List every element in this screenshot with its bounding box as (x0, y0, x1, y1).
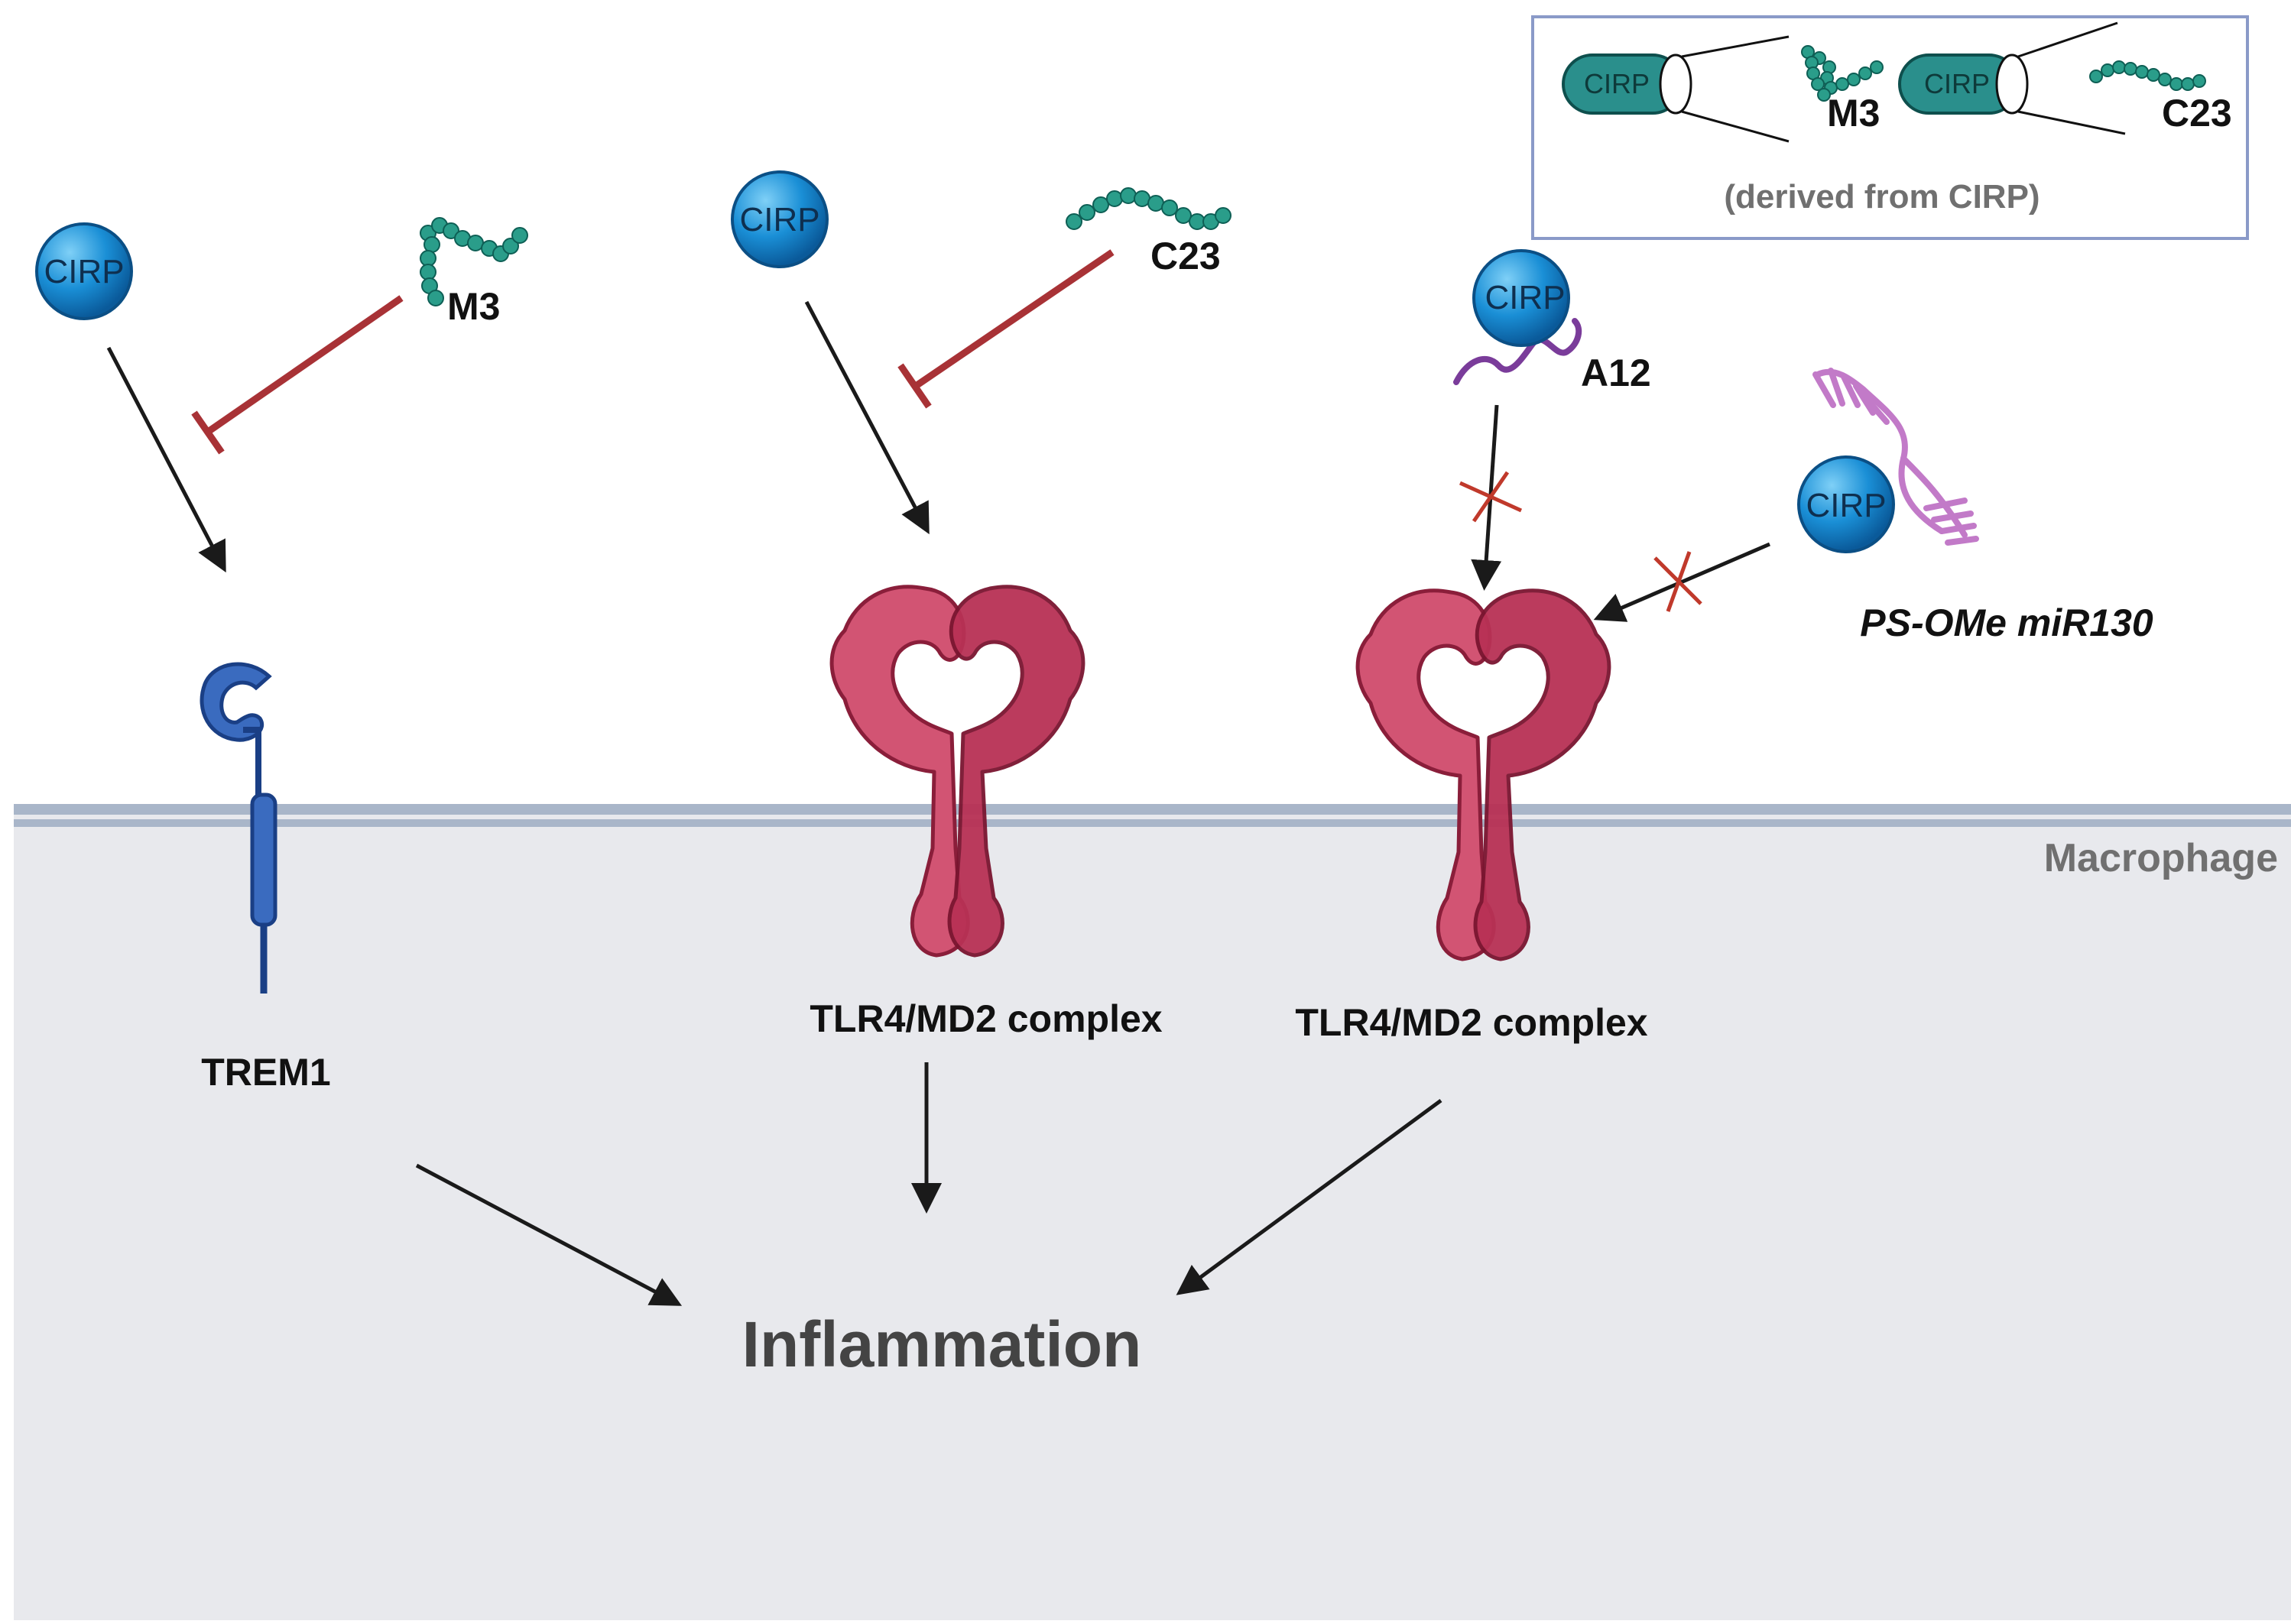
macrophage-label: Macrophage (2044, 836, 2278, 880)
c23-peptide-icon (1066, 187, 1231, 230)
arrow-tlr4-2-to-inflammation (1176, 1098, 1442, 1295)
tlr4-label-2: TLR4/MD2 complex (1295, 1001, 1647, 1044)
inflammation-label: Inflammation (742, 1308, 1142, 1380)
arrow-cirp-to-trem1 (106, 346, 226, 573)
peptide-chain-icon (2089, 60, 2206, 91)
inset-cirp-label-1: CIRP (1584, 68, 1650, 99)
tlr4-label-1: TLR4/MD2 complex (810, 997, 1162, 1040)
peptide-chain-icon (1801, 45, 1884, 102)
cirp-label-2: CIRP (739, 201, 819, 238)
cirp-label-4: CIRP (1806, 487, 1886, 524)
c23-label: C23 (1150, 235, 1221, 277)
inset-cirp-label-2: CIRP (1924, 68, 1990, 99)
cell-membrane-outer (14, 804, 2291, 815)
ps-ome-mir130-label: PS-OMe miR130 (1860, 601, 2153, 644)
panel-tlr4-blocked: CIRP A12 CIRP PS-OMe miR130 (1176, 249, 2153, 1295)
inset-cirp-c23: CIRP C23 (1898, 21, 2232, 135)
cirp-label-3: CIRP (1485, 279, 1565, 316)
macrophage-cytoplasm (14, 809, 2291, 1620)
m3-label: M3 (447, 285, 500, 328)
panel-tlr4-c23: CIRP C23 TLR4/MD2 complex (731, 170, 1231, 1214)
inset-derived-label: (derived from CIRP) (1724, 178, 2040, 216)
m3-peptide-icon (420, 217, 528, 306)
blocked-cross-icon (1459, 471, 1523, 523)
a12-label: A12 (1581, 352, 1651, 394)
inset-cirp-m3: CIRP M3 (1562, 35, 1884, 143)
arrow-cirp-to-tlr4-1 (804, 300, 930, 535)
cell-membrane-inner (14, 819, 2291, 827)
inhibition-bar-icon (206, 295, 404, 435)
trem1-receptor-icon (200, 662, 277, 994)
trem1-label: TREM1 (201, 1051, 330, 1094)
panel-trem1: CIRP M3 TREM1 (35, 217, 683, 1306)
cirp-label-1: CIRP (44, 253, 124, 290)
arrow-mirna-to-tlr4-blocked (1593, 542, 1770, 622)
blocked-cross-icon (1653, 551, 1702, 612)
inhibition-bar-icon (913, 249, 1115, 389)
arrow-trem1-to-inflammation (415, 1163, 683, 1306)
mirna-icon (1812, 368, 1979, 546)
inset-m3-label: M3 (1827, 92, 1880, 135)
inset-c23-label: C23 (2162, 92, 2232, 135)
